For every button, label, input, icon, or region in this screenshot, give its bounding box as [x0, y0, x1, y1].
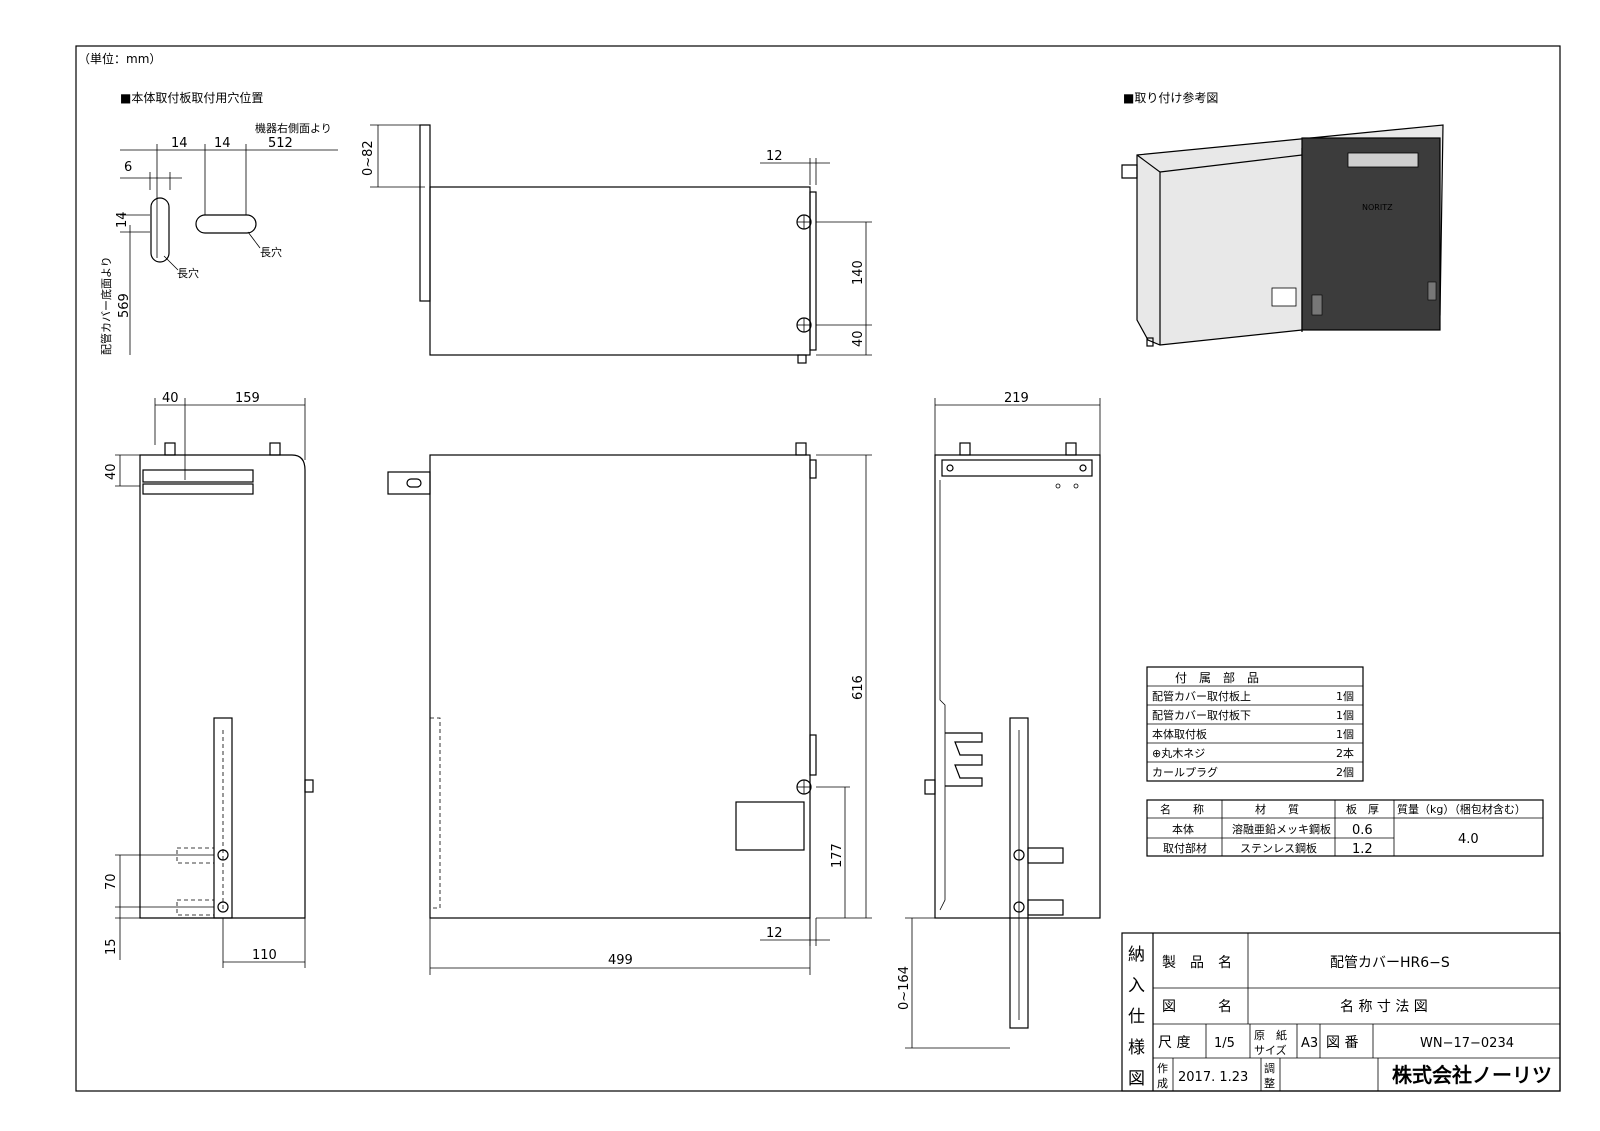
material-thickness: 0.6 [1352, 823, 1373, 838]
horizontal-slot [195, 214, 257, 234]
dim-569: 569 [117, 293, 132, 318]
dim-12-top: 12 [766, 149, 783, 164]
left-view: 40 159 40 70 15 110 [104, 391, 314, 968]
adjusted-label-1: 調 [1264, 1061, 1275, 1075]
dim-177: 177 [830, 843, 845, 868]
accessory-qty: 1個 [1336, 690, 1354, 703]
dim-14-a: 14 [171, 136, 188, 151]
material-name: 本体 [1172, 822, 1194, 836]
drawing-no-label: 図 番 [1326, 1035, 1358, 1051]
created-date: 2017. 1.23 [1178, 1070, 1248, 1085]
hole-position-detail: 機器右側面より 14 14 512 6 14 長穴 長穴 配管カバー底面より 5… [99, 121, 338, 355]
dim-15: 15 [104, 938, 119, 955]
accessory-name: カールプラグ [1152, 765, 1218, 779]
drawing-name-label: 図 名 [1162, 999, 1232, 1015]
accessories-header: 付 属 部 品 [1175, 670, 1259, 685]
material-name: 取付部材 [1163, 841, 1207, 855]
accessory-name: ⊕丸木ネジ [1152, 747, 1205, 760]
dim-499: 499 [608, 953, 633, 968]
created-label-1: 作 [1157, 1062, 1168, 1075]
slot-label-1: 長穴 [177, 266, 199, 280]
product-name: 配管カバーHR6−S [1330, 955, 1450, 971]
mass-value: 4.0 [1458, 832, 1479, 847]
device-logo: NORITZ [1362, 203, 1393, 212]
sheet-border [75, 45, 1561, 1092]
accessories-table: 付 属 部 品 配管カバー取付板上 1個 配管カバー取付板下 1個 本体取付板 … [1146, 666, 1364, 782]
adjusted-label-2: 整 [1264, 1076, 1275, 1090]
dim-14-b: 14 [214, 136, 231, 151]
dim-219: 219 [1004, 391, 1029, 406]
accessory-name: 配管カバー取付板下 [1152, 708, 1251, 722]
spec-char: 図 [1128, 1069, 1145, 1089]
drawing-name: 名 称 寸 法 図 [1340, 999, 1428, 1015]
reference-illustration: NORITZ [1121, 124, 1444, 347]
paper-size: A3 [1301, 1036, 1318, 1051]
dim-0-164: 0~164 [897, 966, 912, 1010]
materials-table: 名 称 材 質 板 厚 質量（kg）（梱包材含む） 本体 溶融亜鉛メッキ鋼板 0… [1146, 799, 1544, 857]
center-view: 616 177 12 499 [387, 442, 872, 975]
paper-size-label-1: 原 紙 [1254, 1028, 1287, 1042]
spec-char: 様 [1128, 1038, 1145, 1058]
heading-mounting-holes: ■本体取付板取付用穴位置 [120, 90, 263, 105]
product-name-label: 製 品 名 [1162, 955, 1232, 971]
accessory-qty: 2個 [1336, 766, 1354, 779]
dim-110: 110 [252, 948, 277, 963]
vertical-slot [150, 197, 170, 263]
dim-14-vertical: 14 [115, 211, 130, 228]
dim-616: 616 [851, 675, 866, 700]
dim-0-82: 0~82 [361, 140, 376, 176]
top-view: 0~82 12 140 40 [361, 124, 872, 364]
unit-note: （単位：mm） [78, 51, 161, 66]
dim-40-right: 40 [851, 330, 866, 347]
slot-label-2: 長穴 [260, 245, 282, 259]
accessory-qty: 1個 [1336, 709, 1354, 722]
accessory-name: 本体取付板 [1152, 727, 1207, 741]
dim-12-bottom: 12 [766, 926, 783, 941]
dim-140: 140 [851, 260, 866, 285]
accessory-qty: 1個 [1336, 728, 1354, 741]
material-spec: ステンレス鋼板 [1240, 841, 1317, 855]
right-view: 219 0~164 [897, 391, 1101, 1049]
dim-6: 6 [124, 160, 132, 175]
scale-label: 尺 度 [1158, 1035, 1190, 1051]
dim-label-from-pipe-cover-bottom: 配管カバー底面より [99, 256, 113, 355]
heading-reference-view: ■取り付け参考図 [1123, 90, 1218, 105]
company-name: 株式会社ノーリツ [1392, 1063, 1552, 1087]
dim-label-from-right-side: 機器右側面より [255, 121, 332, 135]
title-block: 納 入 仕 様 図 製 品 名 配管カバーHR6−S 図 名 名 称 寸 法 図… [1121, 932, 1561, 1092]
dim-70: 70 [104, 873, 119, 890]
dim-40-left: 40 [162, 391, 179, 406]
dim-512: 512 [268, 136, 293, 151]
drawing-no: WN−17−0234 [1420, 1036, 1514, 1051]
paper-size-label-2: サイズ [1254, 1043, 1287, 1057]
materials-header: 板 厚 [1346, 802, 1379, 816]
scale-value: 1/5 [1214, 1036, 1235, 1051]
spec-char: 納 [1128, 945, 1145, 965]
materials-header: 質量（kg）（梱包材含む） [1397, 802, 1526, 816]
dim-159: 159 [235, 391, 260, 406]
materials-header: 名 称 [1160, 802, 1204, 816]
spec-char: 入 [1128, 976, 1145, 996]
accessory-qty: 2本 [1336, 746, 1354, 760]
material-thickness: 1.2 [1352, 842, 1373, 857]
spec-char: 仕 [1128, 1007, 1145, 1027]
accessory-name: 配管カバー取付板上 [1152, 689, 1251, 703]
material-spec: 溶融亜鉛メッキ鋼板 [1232, 822, 1331, 836]
created-label-2: 成 [1157, 1077, 1168, 1090]
dim-40-front: 40 [104, 463, 119, 480]
materials-header: 材 質 [1255, 802, 1299, 816]
